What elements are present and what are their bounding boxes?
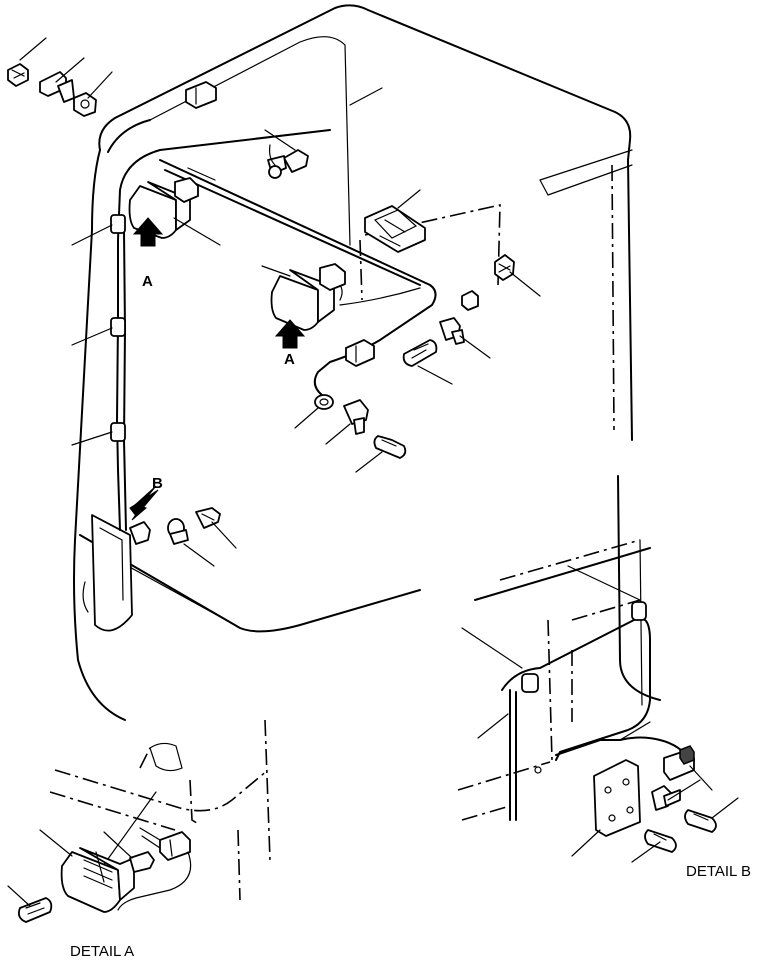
grommet xyxy=(314,394,334,410)
leader-lines xyxy=(19,37,541,567)
view-label-a-top: A xyxy=(142,273,153,290)
view-arrow-b xyxy=(129,485,159,521)
bolt-detail-b xyxy=(684,809,717,833)
nut xyxy=(73,92,97,117)
harness-clip xyxy=(110,214,126,442)
detail-b-label: DETAIL B xyxy=(686,863,751,880)
relay-bracket xyxy=(593,759,641,837)
relay-connector xyxy=(663,745,695,781)
roof-lamp xyxy=(364,205,426,253)
washer-clamp xyxy=(167,518,189,545)
bolt-b xyxy=(195,507,221,529)
work-lamp-left xyxy=(128,177,221,246)
bolt-lower xyxy=(373,435,407,459)
clip-and-bolt xyxy=(402,317,465,367)
work-lamp-center xyxy=(261,263,346,331)
detail-a-label: DETAIL A xyxy=(70,943,134,960)
harness-detail-a xyxy=(117,851,192,911)
bolt-detail-a xyxy=(17,897,53,923)
cab-body xyxy=(73,4,633,721)
view-label-b: B xyxy=(152,475,163,492)
work-lamp-detail xyxy=(60,847,135,913)
connector-detail-a xyxy=(139,827,191,861)
view-arrow-a-center xyxy=(274,319,306,349)
detail-b-view xyxy=(457,475,691,821)
connector xyxy=(185,81,217,109)
bolt-right xyxy=(461,254,515,311)
harness-connector xyxy=(345,339,375,367)
leader-lines-detail-a xyxy=(7,829,133,907)
grommet-detail-a xyxy=(129,851,155,873)
view-label-a-center: A xyxy=(284,351,295,368)
connector-b xyxy=(129,521,151,545)
screw xyxy=(267,144,309,179)
clamp xyxy=(343,399,369,435)
clamp-detail-b xyxy=(651,785,681,811)
clamp-bolt xyxy=(39,71,75,103)
detail-a-view xyxy=(49,719,271,901)
leader-lines-detail-b xyxy=(461,565,739,863)
bolt xyxy=(7,63,29,87)
view-arrow-a xyxy=(132,217,164,247)
screw-detail-b xyxy=(644,829,677,853)
